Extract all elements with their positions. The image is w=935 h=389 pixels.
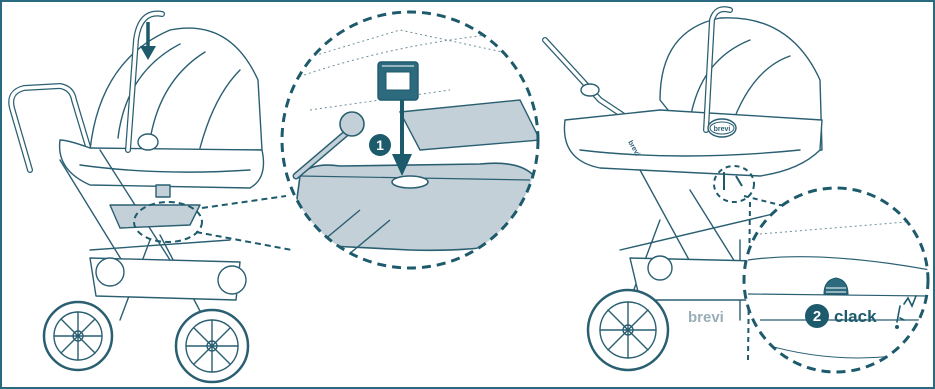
left-stroller [11, 14, 263, 382]
zoom-detail-step2 [740, 186, 935, 386]
hood-logo: brevi [710, 122, 734, 134]
step-2-number: 2 [813, 308, 821, 325]
hood-logo-text: brevi [714, 126, 731, 133]
frame-brand-label: brevi [688, 309, 724, 326]
step-2-badge: 2 [805, 304, 829, 328]
step-1-number: 1 [376, 137, 384, 153]
clack-label: clack [834, 307, 877, 326]
step-1-badge: 1 [369, 134, 391, 156]
